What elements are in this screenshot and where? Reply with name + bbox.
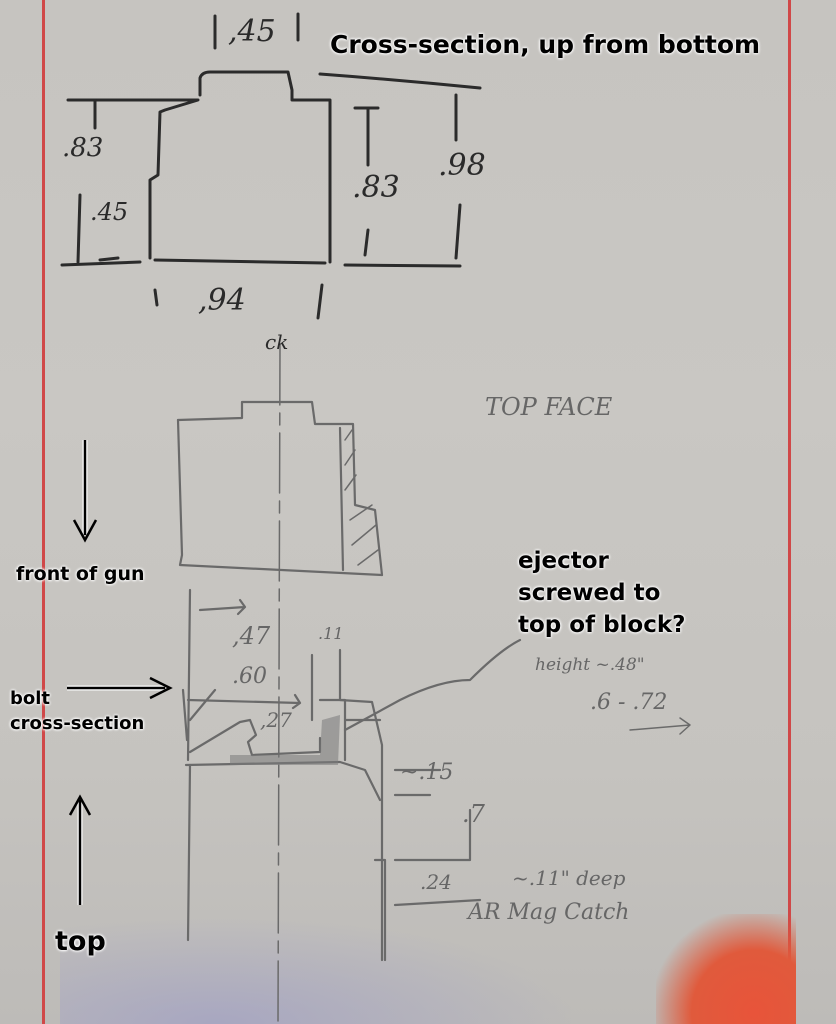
ejector-height-note: height ~.48" — [535, 655, 645, 675]
top-face-block — [176, 400, 522, 962]
dim-060: .60 — [232, 664, 267, 689]
diagram-title: Cross-section, up from bottom — [330, 30, 761, 59]
dim-bottom-width: ,94 — [198, 283, 246, 318]
dim-left-outer: .83 — [62, 133, 104, 163]
dim-027: ,27 — [260, 708, 292, 732]
bolt-label-line1: bolt — [10, 688, 51, 709]
dim-top-width: ,45 — [228, 14, 276, 49]
mag-catch-note: AR Mag Catch — [468, 900, 630, 925]
dim-right-inner: .83 — [352, 170, 400, 205]
ejector-range-note: .6 - .72 — [590, 690, 668, 715]
orange-stain — [656, 914, 796, 1024]
left-margin-line — [42, 0, 45, 1024]
depth-note: ~.11" deep — [512, 866, 626, 890]
centerline-label: ck — [265, 330, 289, 354]
ejector-shape — [230, 715, 340, 765]
dim-07: .7 — [462, 800, 485, 828]
dim-011: .11 — [318, 624, 344, 643]
right-margin-line — [788, 0, 791, 1024]
ejector-label-line1: ejector — [518, 548, 609, 574]
overlay-arrows — [67, 440, 691, 905]
bolt-label-line2: cross-section — [10, 713, 145, 734]
dim-024: .24 — [420, 870, 452, 894]
ejector-label-line2: screwed to — [518, 580, 661, 606]
ejector-label-line3: top of block? — [518, 612, 686, 638]
dim-left-inner: .45 — [90, 198, 129, 226]
front-of-gun-label: front of gun — [16, 563, 145, 585]
cross-section-drawing — [60, 12, 482, 320]
top-label: top — [55, 926, 106, 957]
violet-stain — [60, 914, 580, 1024]
dim-015: ~.15 — [400, 760, 454, 785]
dim-047: ,47 — [232, 622, 271, 650]
top-face-label: TOP FACE — [485, 393, 613, 421]
dim-right-outer: .98 — [438, 148, 486, 183]
